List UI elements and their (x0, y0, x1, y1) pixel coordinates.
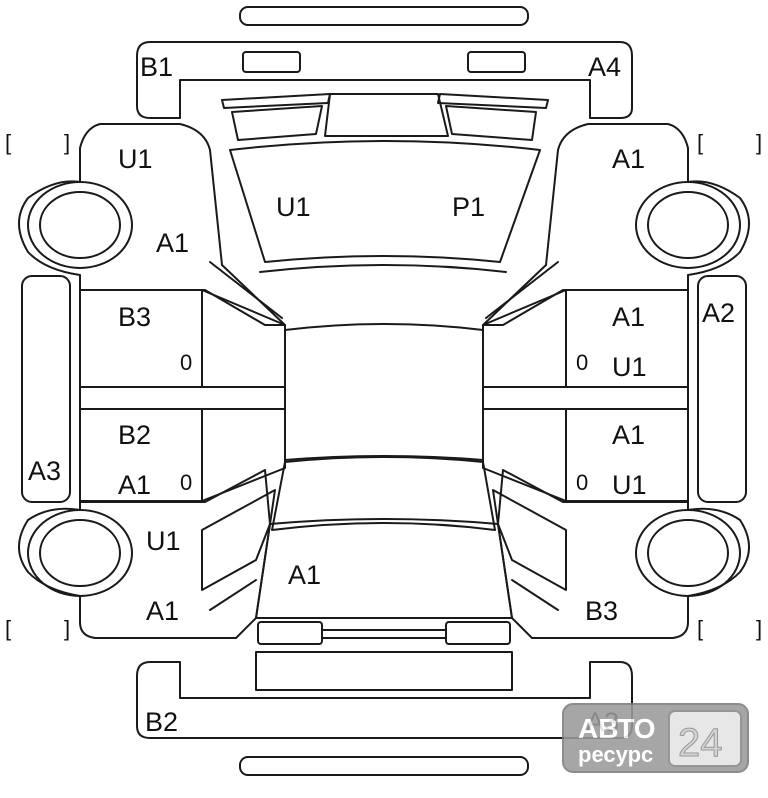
label-front-bumper-right: A4 (588, 52, 621, 82)
label-left-front-door: B3 (118, 302, 151, 332)
watermark-number: 24 (678, 721, 723, 765)
label-right-rear-door-top: A1 (612, 420, 645, 450)
door-mark-lf: 0 (180, 350, 192, 375)
label-right-rear-quarter: B3 (585, 596, 618, 626)
right-a-pillar (485, 261, 559, 319)
bracket-fr-open: [ (697, 130, 703, 155)
left-tail-light (257, 621, 323, 645)
bracket-rl-close: ] (64, 616, 70, 641)
left-b-pillar-strip (79, 386, 286, 410)
right-b-pillar-strip (482, 386, 689, 410)
front-right-wheel (635, 181, 741, 269)
rear-bottom-strip (239, 756, 529, 776)
left-rear-door-window (201, 408, 286, 502)
label-right-rocker: A2 (702, 298, 735, 328)
label-hood-left: U1 (276, 192, 311, 222)
front-bumper (136, 41, 633, 119)
right-rear-door-window (482, 408, 567, 502)
door-mark-rf: 0 (576, 350, 588, 375)
front-top-strip (239, 6, 529, 26)
left-headlight (231, 105, 323, 141)
right-headlight (445, 105, 537, 141)
label-left-a-pillar: A1 (156, 228, 189, 258)
bracket-rr-close: ] (756, 616, 762, 641)
label-left-rear-door-top: B2 (118, 420, 151, 450)
rear-bumper (136, 661, 633, 739)
right-tail-light (445, 621, 511, 645)
watermark-logo: АВТО ресурс 24 (562, 703, 749, 773)
label-left-rear-lower: A1 (146, 596, 179, 626)
left-fog-light (242, 51, 301, 73)
right-front-door-window (482, 289, 567, 388)
hood (229, 140, 541, 263)
bracket-fr-close: ] (756, 130, 762, 155)
left-rear-lamp-line (209, 579, 257, 611)
label-right-front-door-top: A1 (612, 302, 645, 332)
left-front-door-window (201, 289, 286, 388)
front-left-wheel (27, 181, 133, 269)
label-left-rear-quarter: U1 (146, 526, 181, 556)
label-right-rear-door-bottom: U1 (612, 470, 647, 500)
watermark-line1: АВТО (578, 713, 656, 744)
right-rear-quarter-window (492, 489, 567, 591)
left-rear-quarter (18, 469, 271, 639)
right-rear-lamp-line (511, 579, 559, 611)
rear-window (271, 456, 496, 531)
bracket-fl-open: [ (5, 130, 11, 155)
door-mark-lr: 0 (180, 470, 192, 495)
rear-panel (321, 629, 447, 639)
label-hood-right: P1 (452, 192, 485, 222)
label-left-rear-door-bottom: A1 (118, 470, 151, 500)
grille (324, 93, 449, 137)
right-front-fender (482, 123, 750, 326)
label-front-bumper-left: B1 (140, 52, 173, 82)
bracket-rl-open: [ (5, 616, 11, 641)
right-fog-light (467, 51, 526, 73)
left-rear-quarter-window (201, 489, 276, 591)
watermark-line2: ресурс (578, 742, 653, 767)
hood-lower-edge (259, 264, 507, 273)
left-a-pillar (209, 261, 283, 319)
label-left-rocker: A3 (28, 456, 61, 486)
label-rear-bumper-left: B2 (145, 707, 178, 737)
door-mark-rr: 0 (576, 470, 588, 495)
right-rocker-panel (697, 275, 747, 503)
bracket-fl-close: ] (64, 130, 70, 155)
label-trunk: A1 (288, 560, 321, 590)
label-left-front-fender: U1 (118, 144, 153, 174)
label-right-front-fender: A1 (612, 144, 645, 174)
rear-panel-lower (255, 651, 513, 691)
label-right-front-door-bottom: U1 (612, 352, 647, 382)
right-rear-quarter (497, 469, 750, 639)
left-front-fender (18, 123, 286, 326)
bracket-rr-open: [ (697, 616, 703, 641)
left-rocker-panel (21, 275, 71, 503)
roof (284, 323, 484, 461)
